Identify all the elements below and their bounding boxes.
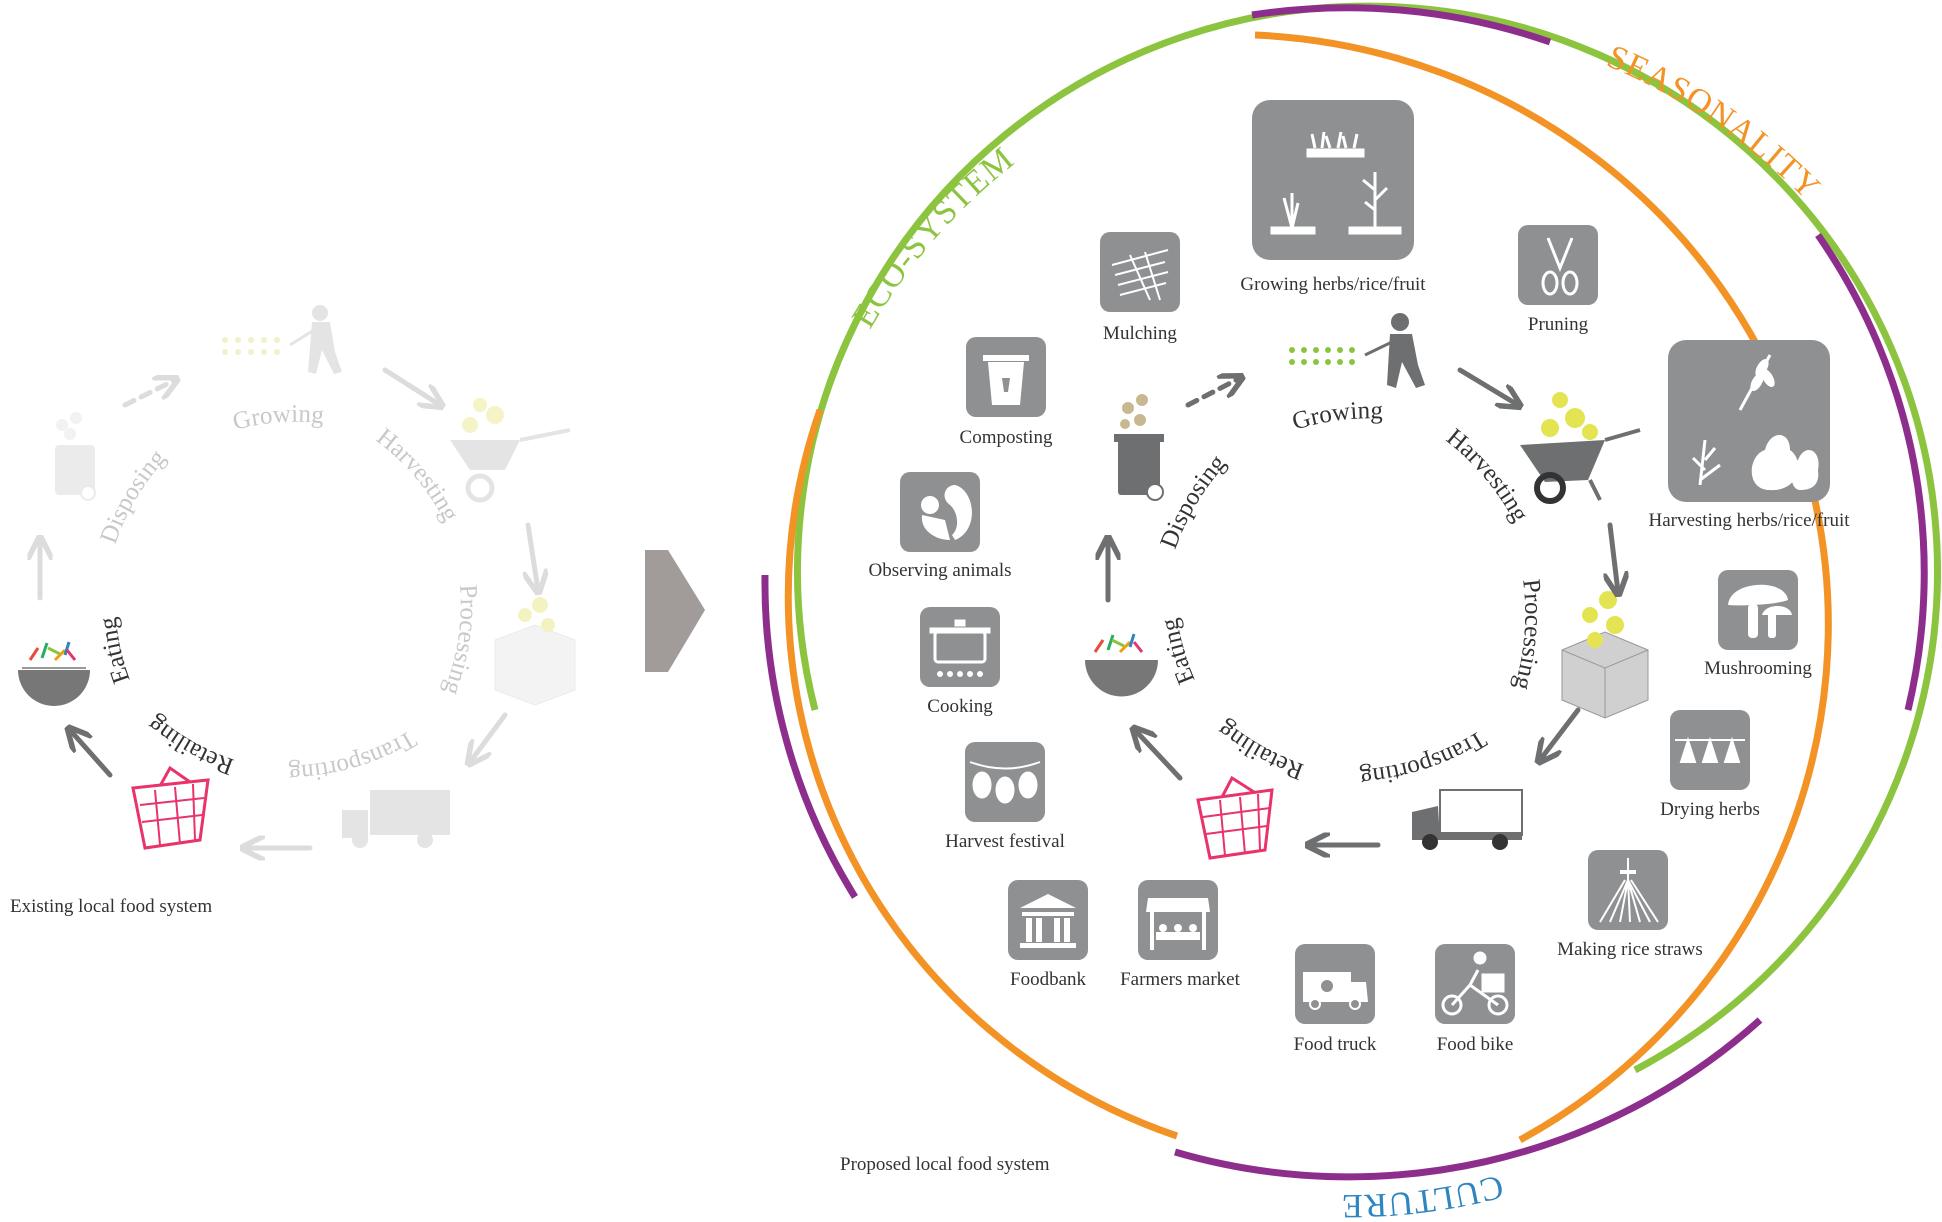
existing-label-retailing: Retailing: [142, 710, 237, 780]
rice-straws-label: Making rice straws: [1557, 939, 1703, 960]
proposed-flow-arrows: [1108, 367, 1618, 845]
harvest-festival-tile: Harvest festival: [945, 742, 1065, 852]
processing-box-icon: [1561, 591, 1649, 719]
broom-icon: [1599, 858, 1659, 923]
growing-icon-faded: [222, 305, 342, 374]
existing-label-disposing: Disposing: [95, 444, 171, 547]
stage-label-retailing: Retailing: [1212, 715, 1307, 784]
harvest-festival-label: Harvest festival: [945, 831, 1065, 852]
existing-label-eating: Eating: [95, 615, 136, 686]
pruning-tile: Pruning: [1518, 225, 1598, 335]
mulching-tile: Mulching: [1100, 232, 1180, 344]
seasonality-label: SEASONALITY: [1602, 38, 1828, 207]
salad-bowl-icon-proposed: [1085, 633, 1158, 697]
drying-herbs-label: Drying herbs: [1660, 799, 1760, 820]
eco-system-ring: [794, 2, 1941, 1074]
rice-straws-tile: Making rice straws: [1557, 850, 1703, 960]
food-truck-label: Food truck: [1294, 1034, 1377, 1055]
recycling-bin-icon: [1114, 394, 1164, 501]
proposed-caption: Proposed local food system: [840, 1154, 1050, 1175]
stage-label-harvesting: Harvesting: [1441, 424, 1534, 527]
scissors-icon: [1541, 237, 1579, 296]
cooking-pot-icon: [929, 619, 991, 677]
mushroom-icon: [1728, 584, 1792, 638]
seedling-icon: [1270, 131, 1402, 235]
shopping-basket-icon: [131, 765, 210, 850]
recycling-bin-icon-faded: [55, 412, 96, 501]
stage-label-growing: Growing: [1289, 397, 1384, 435]
growing-herbs-label: Growing herbs/rice/fruit: [1240, 274, 1426, 295]
drying-herbs-tile: Drying herbs: [1660, 710, 1760, 820]
squirrel-icon: [921, 485, 972, 540]
growing-icon: [1289, 313, 1425, 388]
wheelbarrow-icon-faded: [450, 398, 571, 503]
straw-icon: [1111, 249, 1169, 301]
existing-label-growing: Growing: [230, 401, 325, 436]
food-bike-label: Food bike: [1437, 1034, 1514, 1055]
lanterns-icon: [969, 761, 1041, 804]
existing-caption: Existing local food system: [10, 896, 212, 917]
observing-animals-tile: Observing animals: [868, 472, 1012, 581]
farmers-market-tile: Farmers market: [1120, 880, 1241, 990]
stage-label-transporting: Transporting: [1358, 725, 1491, 791]
foodbank-label: Foodbank: [1010, 969, 1087, 990]
wheat-pear-icon: [1691, 354, 1819, 491]
truck-icon-faded: [342, 790, 450, 848]
existing-label-harvesting: Harvesting: [371, 423, 464, 526]
mushrooming-label: Mushrooming: [1704, 658, 1812, 679]
culture-ring-right: [1815, 233, 1928, 711]
wheelbarrow-icon: [1520, 392, 1641, 504]
food-truck-tile: Food truck: [1294, 944, 1377, 1055]
cooking-tile: Cooking: [920, 607, 1000, 717]
stage-label-processing: Processing: [1508, 578, 1546, 694]
processing-box-icon-faded: [494, 597, 576, 706]
food-bike-tile: Food bike: [1435, 944, 1515, 1055]
shopping-basket-icon-proposed: [1196, 775, 1274, 860]
foodbank-tile: Foodbank: [1008, 880, 1088, 990]
building-icon: [1020, 894, 1076, 948]
existing-label-processing: Processing: [438, 584, 482, 699]
farmers-market-label: Farmers market: [1120, 969, 1240, 990]
growing-herbs-tile: Growing herbs/rice/fruit: [1240, 100, 1426, 295]
harvesting-herbs-label: Harvesting herbs/rice/fruit: [1648, 510, 1850, 531]
transition-arrow-icon: [645, 550, 705, 672]
harvesting-herbs-tile: Harvesting herbs/rice/fruit: [1648, 340, 1850, 531]
cooking-label: Cooking: [927, 696, 993, 717]
pruning-label: Pruning: [1528, 314, 1589, 335]
truck-icon: [1412, 789, 1523, 850]
composting-label: Composting: [960, 427, 1053, 448]
composting-tile: Composting: [960, 337, 1053, 448]
seasonality-ring-left: [784, 408, 1179, 1140]
culture-ring-bottom: [1174, 1017, 1763, 1181]
mulching-label: Mulching: [1103, 323, 1177, 344]
food-truck-icon: [1303, 972, 1368, 1010]
culture-ring-left: [761, 574, 858, 899]
proposed-food-system: ECO-SYSTEM SEASONALITY CULTURE: [761, 2, 1941, 1222]
eco-system-label: ECO-SYSTEM: [845, 140, 1021, 334]
hanging-herbs-icon: [1675, 736, 1745, 763]
observing-animals-label: Observing animals: [868, 560, 1011, 581]
compost-bin-icon: [983, 355, 1029, 405]
existing-flow-arrows: [40, 367, 538, 848]
existing-label-transporting: Transporting: [288, 725, 421, 787]
bike-icon: [1441, 951, 1509, 1016]
existing-food-system: Growing Harvesting Processing Transporti…: [10, 305, 576, 917]
stage-label-disposing: Disposing: [1155, 449, 1231, 552]
salad-bowl-icon: [18, 641, 90, 706]
mushrooming-tile: Mushrooming: [1704, 570, 1812, 679]
market-stall-icon: [1146, 898, 1210, 950]
culture-ring-top: [1251, 4, 1552, 46]
stage-label-eating: Eating: [1156, 616, 1200, 688]
